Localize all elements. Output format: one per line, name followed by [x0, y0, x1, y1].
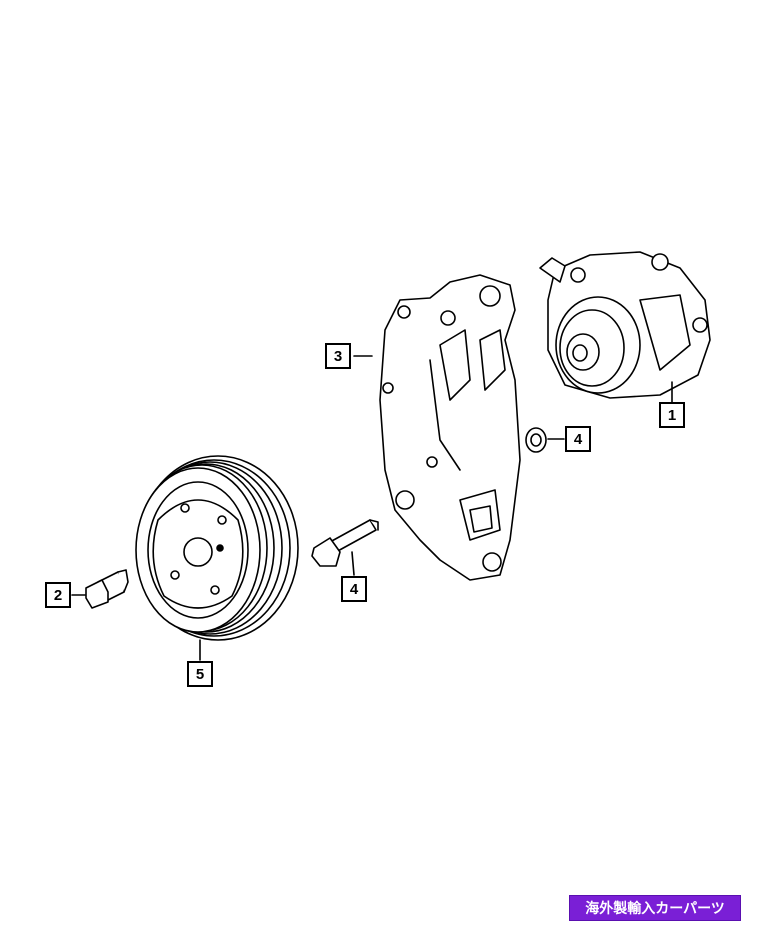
bolt [86, 570, 128, 608]
callout-1: 1 [659, 402, 685, 428]
callout-2: 2 [45, 582, 71, 608]
spacer [526, 428, 546, 452]
pulley [136, 456, 298, 640]
callout-4-upper: 4 [565, 426, 591, 452]
watermark-banner: 海外製輸入カーパーツ [569, 895, 741, 921]
leader-lines [72, 356, 672, 660]
callout-3: 3 [325, 343, 351, 369]
callout-5: 5 [187, 661, 213, 687]
long-bolt [312, 520, 378, 566]
mounting-bracket [380, 275, 520, 580]
power-steering-pump [540, 252, 710, 398]
callout-4-lower: 4 [341, 576, 367, 602]
